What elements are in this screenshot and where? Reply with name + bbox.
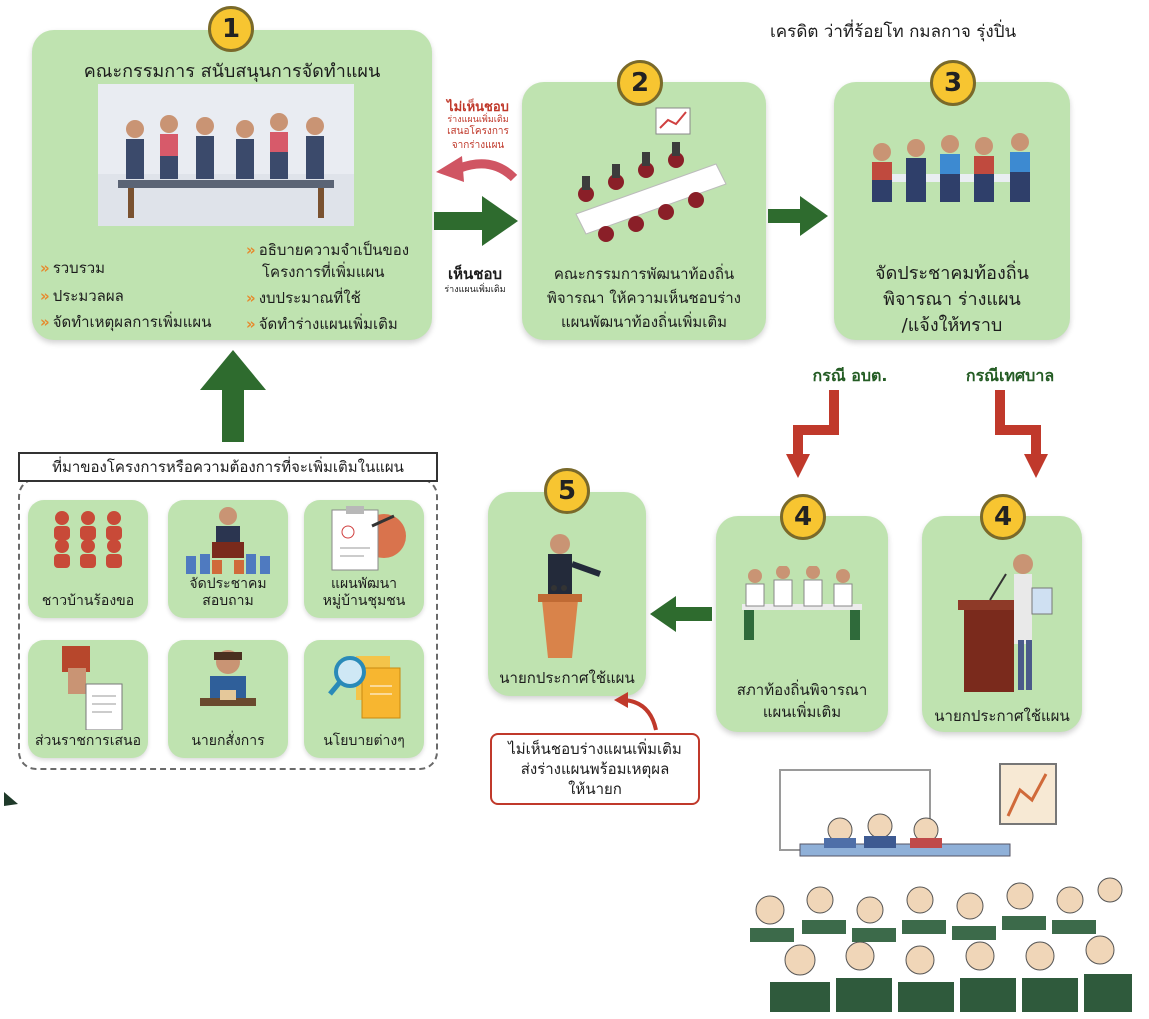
reject-label-sub1: ร่างแผนเพิ่มเติม xyxy=(447,115,509,125)
source-village-plan: แผนพัฒนาหมู่บ้านชุมชน xyxy=(304,500,424,618)
step4a-line-1: สภาท้องถิ่นพิจารณา xyxy=(736,681,868,699)
conference-table-illustration xyxy=(575,107,727,242)
step4b-line-1: นายกประกาศใช้แผน xyxy=(934,707,1070,725)
reject-note-box: ไม่เห็นชอบร่างแผนเพิ่มเติม ส่งร่างแผนพร้… xyxy=(490,733,700,805)
step1-title: คณะกรรมการ สนับสนุนการจัดทำแผน xyxy=(83,61,381,82)
step1-left-item-2: »ประมวลผล xyxy=(40,287,124,305)
reject-label-sub3: จากร่างแผน xyxy=(451,140,505,151)
step1-badge: 1 xyxy=(208,6,254,52)
note-line-3: ให้นายก xyxy=(568,780,622,798)
arrow-step4a-to-step5 xyxy=(650,596,712,632)
people-group-icon xyxy=(54,511,122,568)
step5-badge: 5 xyxy=(544,468,590,514)
source-label-3: แผนพัฒนาหมู่บ้านชุมชน xyxy=(322,576,406,609)
step2-line-3: แผนพัฒนาท้องถิ่นเพิ่มเติม xyxy=(560,313,728,331)
source-label-5: นายกสั่งการ xyxy=(191,733,265,749)
sources-title: ที่มาของโครงการหรือความต้องการที่จะเพิ่ม… xyxy=(18,452,438,482)
policy-search-icon xyxy=(328,656,401,719)
source-mayor-order: นายกสั่งการ xyxy=(168,640,288,758)
committee-meeting-illustration xyxy=(98,84,354,226)
case-obt-label: กรณี อบต. xyxy=(812,366,888,385)
speaker-podium-illustration xyxy=(958,554,1053,692)
arrow-sources-to-step1 xyxy=(200,350,266,442)
reject-label-main: ไม่เห็นชอบ xyxy=(447,100,509,115)
arrow-step2-to-step3 xyxy=(768,196,828,236)
public-hearing-cartoon xyxy=(750,763,1132,1012)
mayor-podium-illustration xyxy=(538,534,602,658)
approve-arrow xyxy=(434,196,518,246)
step1-right-item-1: »อธิบายความจำเป็นของ xyxy=(246,241,410,259)
step3-card xyxy=(834,82,1070,340)
reject-arrow xyxy=(436,156,518,182)
community-meeting-illustration xyxy=(872,133,1030,202)
step1-right-item-1-cont: โครงการที่เพิ่มแผน xyxy=(262,263,385,281)
step4a-line-2: แผนเพิ่มเติม xyxy=(762,703,842,721)
source-label-1: ชาวบ้านร้องขอ xyxy=(41,593,135,609)
step1-right-item-2: »งบประมาณที่ใช้ xyxy=(246,289,361,307)
step1-left-item-1: »รวบรวม xyxy=(40,259,106,277)
approve-label-sub: ร่างแผนเพิ่มเติม xyxy=(444,285,506,295)
step2-badge: 2 xyxy=(617,60,663,106)
note-line-1: ไม่เห็นชอบร่างแผนเพิ่มเติม xyxy=(508,740,682,758)
step3-line-1: จัดประชาคมท้องถิ่น xyxy=(875,263,1029,284)
reject-label-sub2: เสนอโครงการ xyxy=(447,126,509,137)
arrow-to-step4a xyxy=(786,390,839,478)
note-line-2: ส่งร่างแผนพร้อมเหตุผล xyxy=(520,760,670,778)
arrow-to-step4b xyxy=(995,390,1048,478)
step4b-badge: 4 xyxy=(980,494,1026,540)
document-hand-icon xyxy=(62,646,123,730)
source-label-6: นโยบายต่างๆ xyxy=(323,733,405,749)
source-policies: นโยบายต่างๆ xyxy=(304,640,424,758)
step3-badge: 3 xyxy=(930,60,976,106)
note-arrow xyxy=(614,692,658,731)
corner-mark xyxy=(4,792,18,806)
step1-right-item-3: »จัดทำร่างแผนเพิ่มเติม xyxy=(246,315,398,333)
step2-line-1: คณะกรรมการพัฒนาท้องถิ่น xyxy=(553,265,735,283)
step5-line-1: นายกประกาศใช้แผน xyxy=(499,669,635,687)
credit-text: เครดิต ว่าที่ร้อยโท กมลกาจ รุ่งปิ่น xyxy=(770,22,1017,42)
step3-line-3: /แจ้งให้ทราบ xyxy=(901,315,1003,336)
case-municipality-label: กรณีเทศบาล xyxy=(965,366,1055,385)
step3-line-2: พิจารณา ร่างแผน xyxy=(883,289,1021,310)
source-label-4: ส่วนราชการเสนอ xyxy=(34,733,142,749)
step2-line-2: พิจารณา ให้ความเห็นชอบร่าง xyxy=(546,289,742,307)
council-meeting-illustration xyxy=(742,566,862,640)
mayor-desk-icon xyxy=(200,650,256,706)
audience-speaker-icon xyxy=(186,507,270,574)
source-label-2: จัดประชาคมสอบถาม xyxy=(189,576,267,609)
approve-label-main: เห็นชอบ xyxy=(448,265,502,283)
step1-left-item-3: »จัดทำเหตุผลการเพิ่มแผน xyxy=(40,313,212,331)
source-gov-agency: ส่วนราชการเสนอ xyxy=(28,640,148,758)
clipboard-plan-icon xyxy=(331,506,406,571)
source-villagers-request: ชาวบ้านร้องขอ xyxy=(28,500,148,618)
step4a-badge: 4 xyxy=(780,494,826,540)
source-community-forum: จัดประชาคมสอบถาม xyxy=(168,500,288,618)
